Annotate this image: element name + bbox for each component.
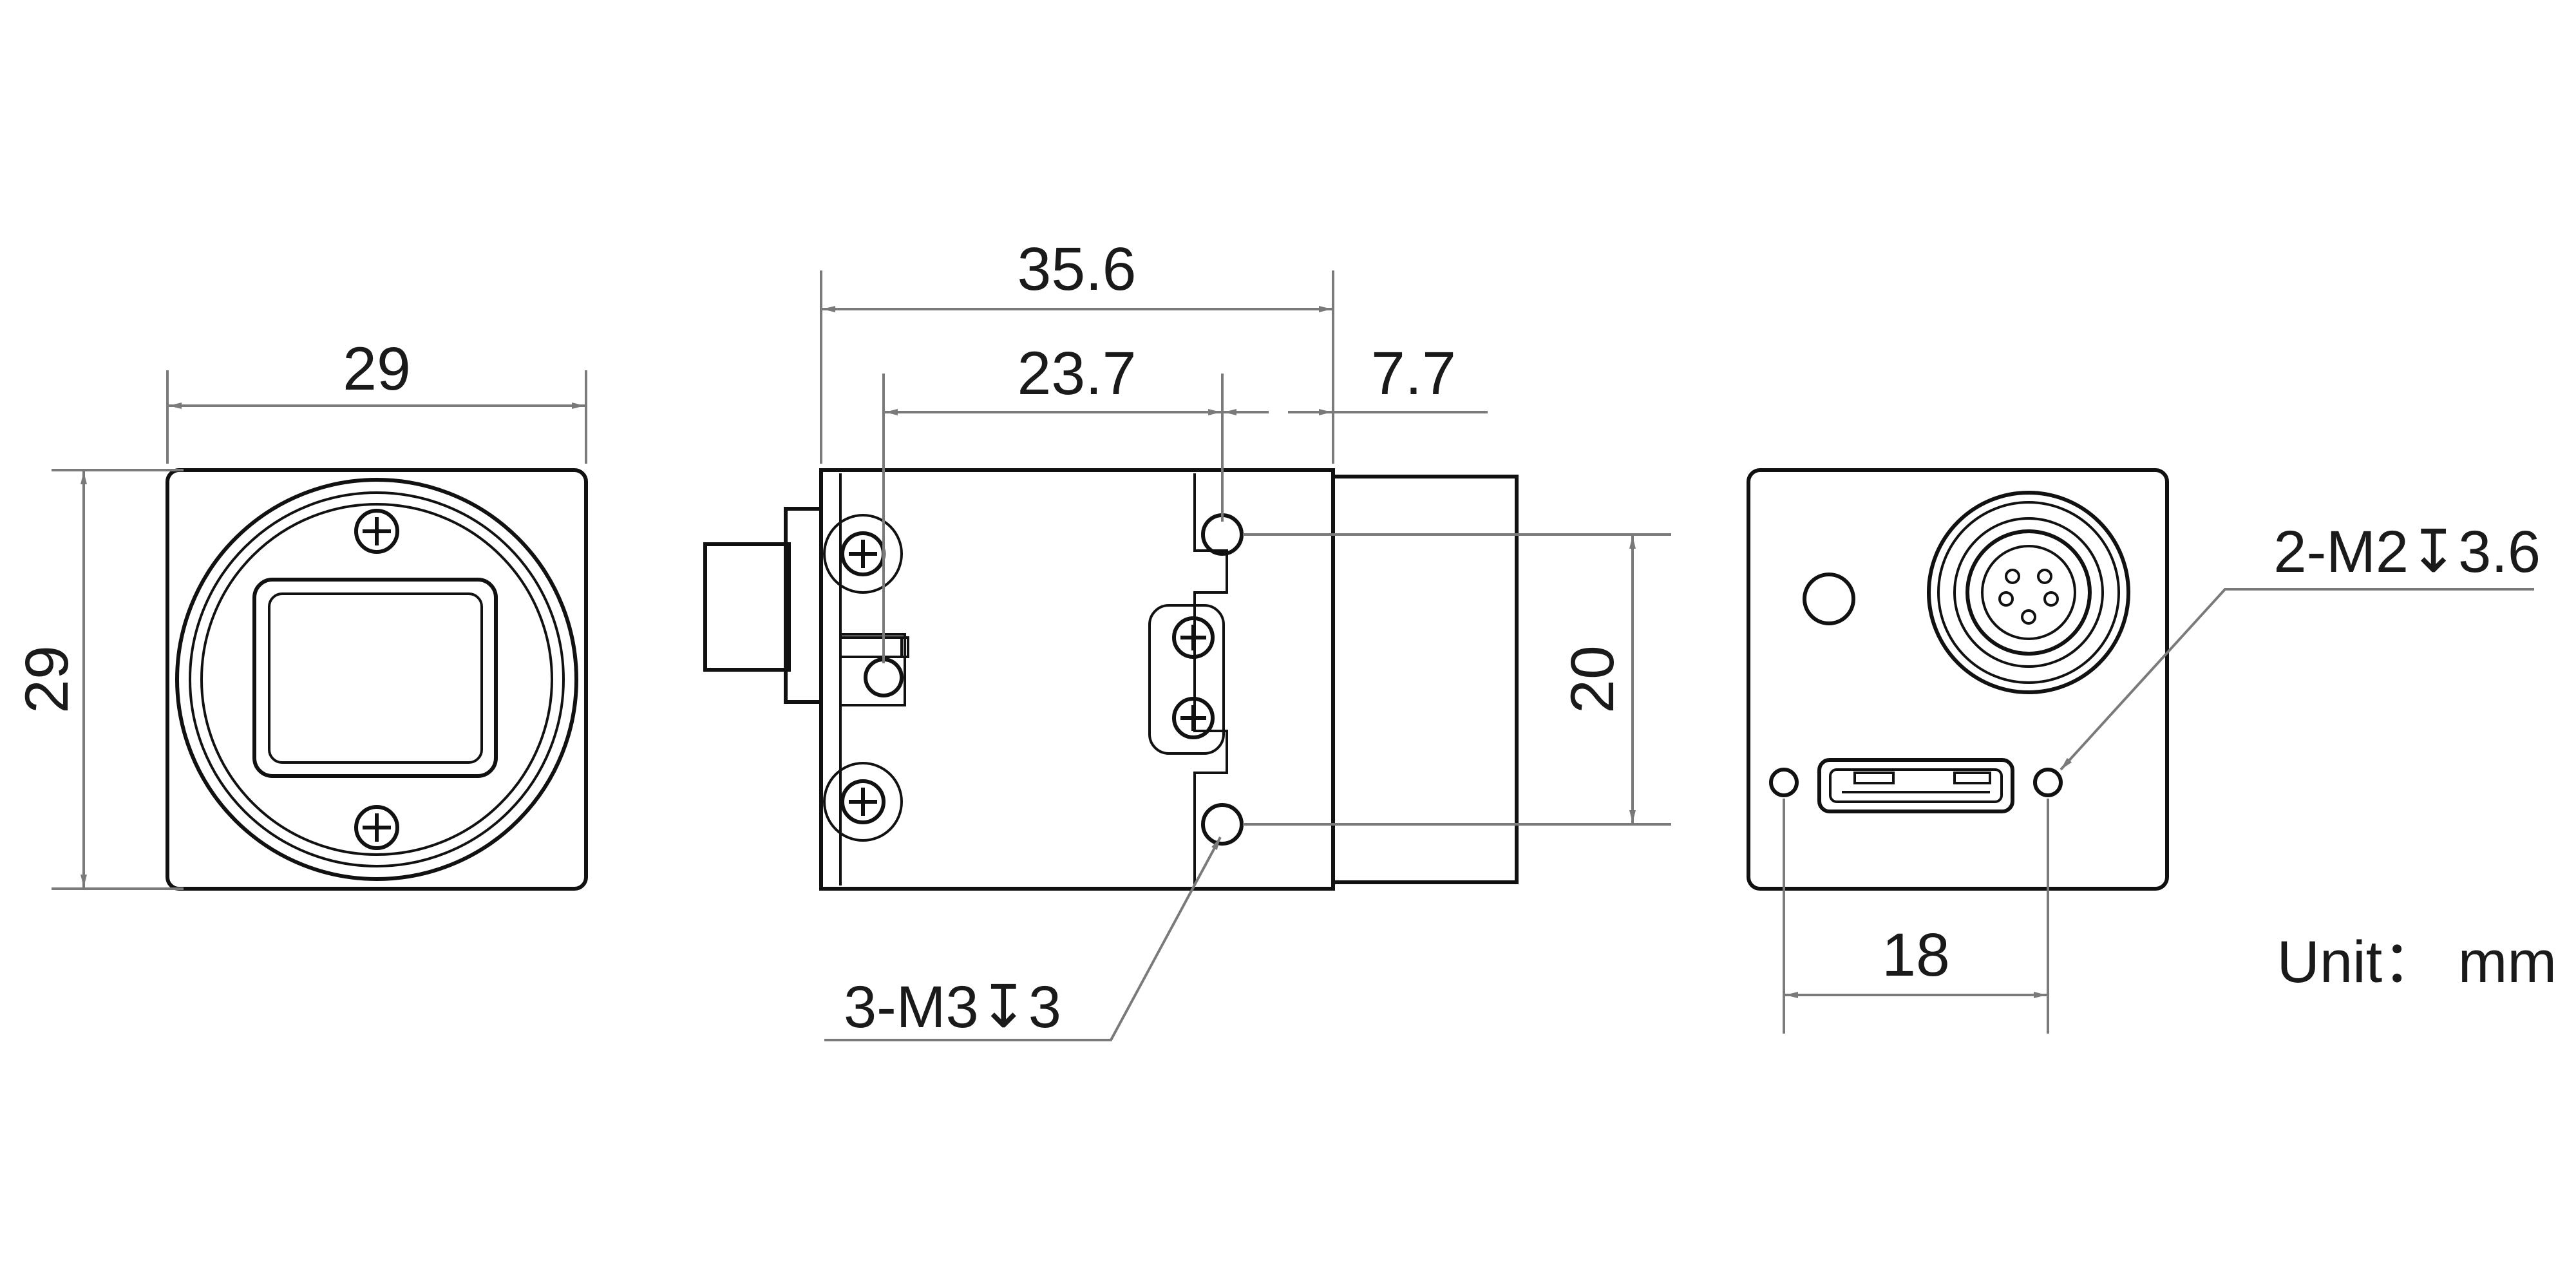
- rear-mount-hole-right-icon: [2033, 768, 2063, 797]
- side-front-plate-outline: [1193, 473, 1228, 886]
- side-hole-spacing-label: 23.7: [1018, 339, 1137, 408]
- side-length-label: 35.6: [1018, 235, 1137, 303]
- side-center-mount-hole-icon: [839, 633, 906, 706]
- side-rear-connector: [703, 542, 791, 672]
- front-screw-top-icon: [354, 509, 399, 554]
- side-screw-1-icon: [823, 514, 903, 594]
- side-mid-bracket: [1148, 604, 1225, 755]
- side-rear-connector-collar: [784, 507, 823, 704]
- side-callout-leader: [824, 837, 1222, 1041]
- side-lens-mount-label: 7.7: [1371, 339, 1456, 408]
- front-body-outline: [166, 468, 588, 891]
- front-height-label: 29: [13, 645, 81, 714]
- front-screw-bottom-icon: [354, 805, 399, 850]
- side-bracket-screw-1-icon: [1172, 616, 1215, 659]
- sensor-window-inner: [268, 592, 483, 764]
- lens-mount-outer-ring: [175, 478, 578, 881]
- usb3-micro-b-port-icon: [1817, 758, 2014, 813]
- rear-view: 18 2-M2↧3.6: [1747, 468, 2541, 1034]
- rear-callout-leader: [2060, 588, 2534, 771]
- side-lens-mount: [1331, 475, 1519, 884]
- side-view: 35.6 23.7 7.7 20 3-M3↧3: [703, 235, 1671, 1041]
- rear-mount-hole-callout: 2-M2↧3.6: [2273, 519, 2541, 585]
- rear-body-outline: [1747, 468, 2169, 891]
- lens-mount-inner-ring-2: [200, 503, 553, 856]
- front-width-label: 29: [343, 335, 411, 403]
- side-front-bottom-hole-icon: [1201, 803, 1244, 846]
- rear-status-led-icon: [1803, 573, 1855, 625]
- side-screw-2-icon: [823, 762, 903, 842]
- lens-mount-inner-ring: [189, 491, 565, 867]
- side-body-outline: [819, 468, 1335, 891]
- gpio-connector-icon: [1927, 491, 2130, 694]
- side-mount-hole-callout: 3-M3↧3: [844, 974, 1061, 1040]
- front-view: 29 29: [13, 335, 588, 891]
- rear-hole-spacing-label: 18: [1882, 921, 1950, 989]
- unit-label: Unit： mm: [2277, 929, 2557, 995]
- rear-mount-hole-left-icon: [1769, 768, 1799, 797]
- side-hole-vertical-label: 20: [1558, 645, 1627, 714]
- side-bracket-screw-2-icon: [1172, 697, 1215, 739]
- sensor-window-outer: [252, 578, 498, 778]
